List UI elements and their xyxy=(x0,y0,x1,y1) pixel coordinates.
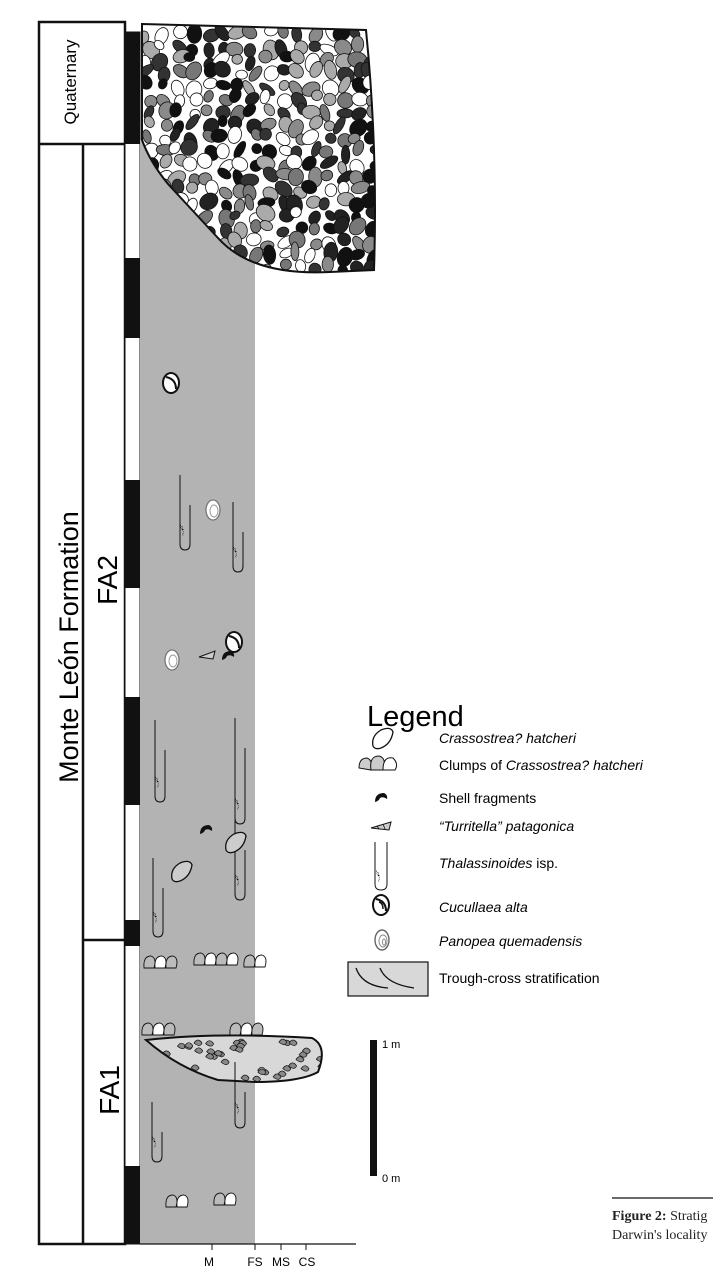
svg-text:~∙•ºˇ: ~∙•ºˇ xyxy=(180,524,187,535)
meter-scale-column xyxy=(125,32,140,1244)
pebble xyxy=(370,37,380,55)
fa2-label: FA2 xyxy=(92,555,123,605)
pebble xyxy=(275,278,294,291)
pebble xyxy=(280,259,291,270)
panopea-icon xyxy=(375,930,389,950)
oyster-clump-icon xyxy=(359,756,397,770)
pebble xyxy=(286,270,304,287)
shell-fragment-icon xyxy=(375,793,387,802)
grain-tick-label: MS xyxy=(272,1255,290,1269)
pebble xyxy=(365,23,382,39)
scale-top-label: 1 m xyxy=(382,1039,400,1051)
pebble xyxy=(325,184,337,197)
legend-label-panopea: Panopea quemadensis xyxy=(439,933,582,949)
oyster-clump-symbol xyxy=(230,1023,263,1035)
caption-line-2: Darwin's locality xyxy=(612,1228,707,1243)
grain-size-axis: M FS MS CS xyxy=(140,1244,356,1269)
scale-segment-black xyxy=(125,32,140,144)
pebble xyxy=(322,256,333,272)
pebble xyxy=(187,24,202,44)
trough-cross-icon xyxy=(348,962,428,996)
pebble xyxy=(309,41,321,52)
pebble xyxy=(184,53,195,62)
cucullaea-symbol xyxy=(226,632,242,652)
scale-segment-black xyxy=(125,258,140,338)
fa1-label: FA1 xyxy=(94,1065,125,1115)
turritella-icon xyxy=(371,822,391,830)
panopea-symbol xyxy=(165,650,179,670)
figure-caption: Figure 2: Stratig Darwin's locality xyxy=(612,1198,713,1243)
svg-text:~∙•ºˇ: ~∙•ºˇ xyxy=(233,546,240,557)
svg-text:~∙•ºˇ: ~∙•ºˇ xyxy=(376,870,383,881)
legend-label-cucullaea: Cucullaea alta xyxy=(439,899,528,915)
svg-text:~∙•ºˇ: ~∙•ºˇ xyxy=(235,1102,242,1113)
legend-label-turritella: “Turritella” patagonica xyxy=(439,818,574,834)
pebble xyxy=(303,275,321,293)
pebble xyxy=(353,278,363,288)
pebble xyxy=(351,36,363,53)
pebble xyxy=(216,144,229,159)
pebble xyxy=(337,109,354,118)
svg-text:~∙•ºˇ: ~∙•ºˇ xyxy=(155,776,162,787)
scale-segment-black xyxy=(125,1166,140,1244)
legend-label-shell-fragments: Shell fragments xyxy=(439,790,536,806)
caption-line-1: Figure 2: Stratig xyxy=(612,1209,707,1224)
quaternary-label: Quaternary xyxy=(61,39,80,125)
scale-segment-black xyxy=(125,920,140,946)
legend-label-clumps: Clumps of Crassostrea? hatcheri xyxy=(439,757,644,773)
legend: Legend Crassostrea? hatcheri Clumps of C… xyxy=(348,701,644,1185)
grain-tick-label: CS xyxy=(299,1255,316,1269)
formation-label: Monte León Formation xyxy=(54,511,84,783)
scale-segment-black xyxy=(125,480,140,588)
scale-segment-black xyxy=(125,697,140,805)
pebble xyxy=(341,145,349,164)
burrow-icon: ~∙•ºˇ xyxy=(375,842,387,890)
legend-label-oyster: Crassostrea? hatcheri xyxy=(439,730,577,746)
scale-bottom-label: 0 m xyxy=(382,1173,400,1185)
svg-text:~∙•ºˇ: ~∙•ºˇ xyxy=(152,1136,159,1147)
legend-label-thalassinoides: Thalassinoides isp. xyxy=(439,855,558,871)
pebble xyxy=(161,119,173,131)
pebble xyxy=(291,242,299,261)
oyster-clump-symbol xyxy=(144,956,177,968)
pebble xyxy=(258,269,280,291)
grain-tick-label: M xyxy=(204,1255,214,1269)
panopea-symbol xyxy=(206,500,220,520)
pebble xyxy=(258,50,272,64)
pebble xyxy=(338,274,353,289)
vertical-scale-bar: 1 m 0 m xyxy=(370,1039,400,1185)
grain-tick-label: FS xyxy=(247,1255,262,1269)
svg-text:~∙•ºˇ: ~∙•ºˇ xyxy=(153,911,160,922)
cucullaea-symbol xyxy=(163,373,179,393)
svg-text:~∙•ºˇ: ~∙•ºˇ xyxy=(235,874,242,885)
unit-columns: Quaternary Monte León Formation FA2 FA1 xyxy=(39,22,125,1244)
pebble xyxy=(315,275,335,292)
legend-label-trough-cross: Trough-cross stratification xyxy=(439,970,600,986)
svg-text:~∙•ºˇ: ~∙•ºˇ xyxy=(235,798,242,809)
pebble xyxy=(362,276,378,292)
oyster-clump-symbol xyxy=(142,1023,175,1035)
pebble xyxy=(250,219,261,233)
pebble xyxy=(218,115,227,127)
legend-title: Legend xyxy=(367,701,464,733)
cucullaea-icon xyxy=(373,895,389,915)
